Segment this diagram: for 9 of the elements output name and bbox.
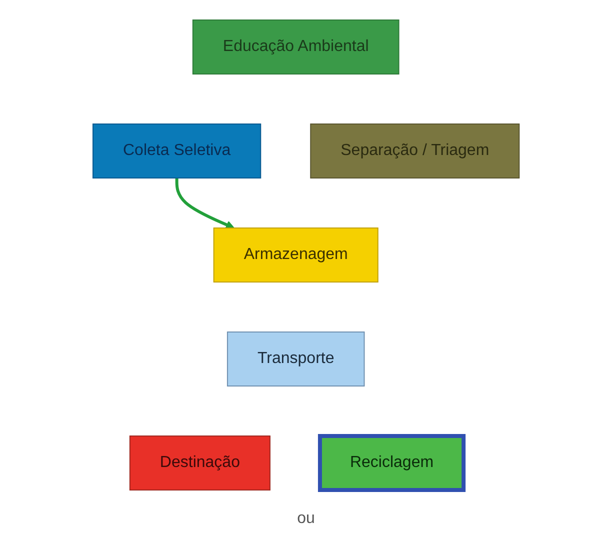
node-box: Reciclagem bbox=[318, 434, 466, 492]
note-text: ou bbox=[297, 510, 315, 527]
node-box: Separação / Triagem bbox=[310, 124, 520, 178]
node-box: Destinação bbox=[129, 436, 270, 490]
node-box: Coleta Seletiva bbox=[92, 124, 262, 178]
node-box: Armazenagem bbox=[213, 228, 378, 282]
arrow bbox=[175, 178, 234, 229]
node-box: Educação Ambiental bbox=[192, 20, 400, 74]
node-box: Transporte bbox=[226, 332, 365, 386]
